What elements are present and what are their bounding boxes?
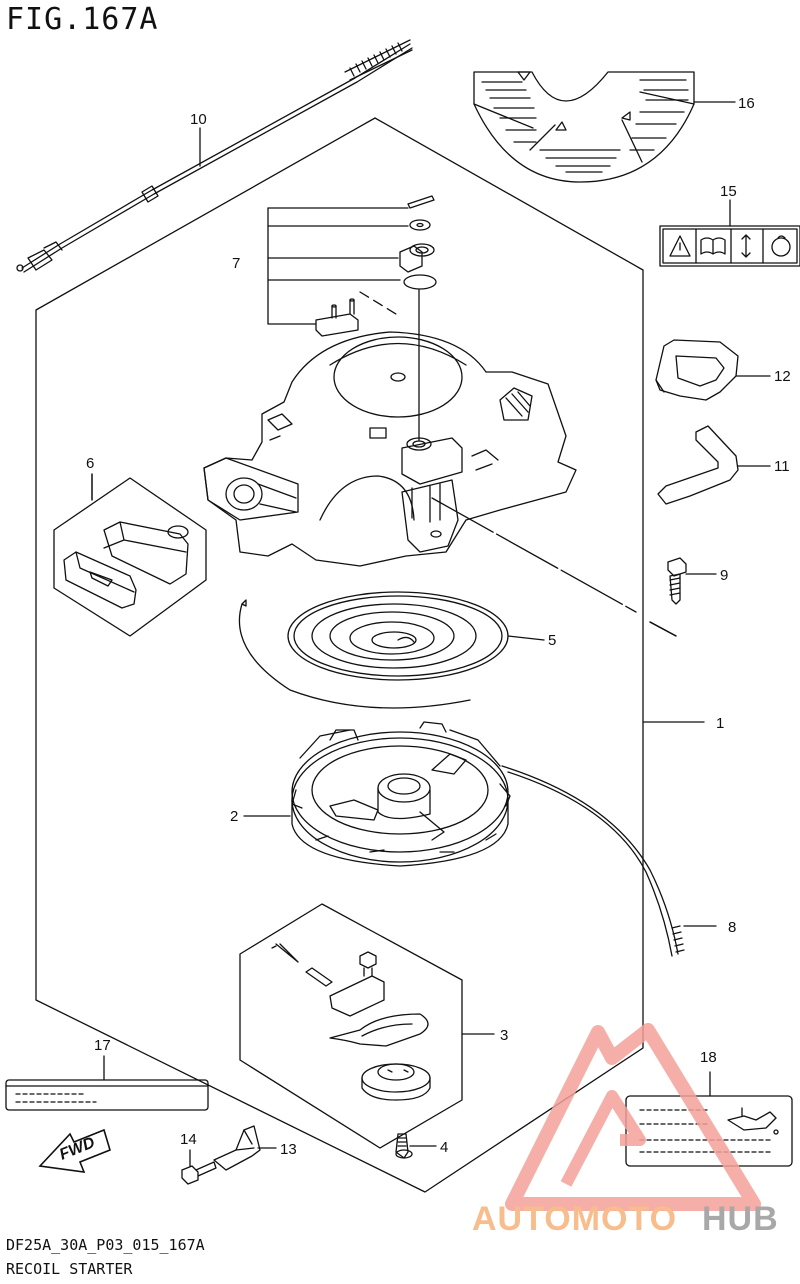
strip-part-17 [5, 1055, 209, 1111]
bracket-part-12 [655, 339, 771, 401]
warning-label-part-15 [659, 199, 800, 267]
watermark-logo: AUTOMOTO HUB [472, 1023, 779, 1238]
callout-11: 11 [774, 458, 790, 475]
callout-4: 4 [440, 1139, 448, 1156]
callout-13: 13 [280, 1141, 297, 1158]
decal-part-18 [625, 1071, 793, 1167]
callout-15: 15 [720, 183, 737, 200]
spiral-spring-part-5 [238, 591, 545, 709]
screw-part-4 [395, 1133, 437, 1159]
callout-1: 1 [716, 715, 724, 732]
callout-14: 14 [180, 1131, 197, 1148]
callout-18: 18 [700, 1049, 717, 1066]
callout-8: 8 [728, 919, 736, 936]
figure-code: DF25A_30A_P03_015_167A [6, 1236, 205, 1254]
starter-housing-part-1 [203, 331, 577, 567]
pad-part-16 [473, 71, 736, 183]
handle-kit-part-6 [53, 473, 207, 637]
watermark-text-automoto: AUTOMOTO [472, 1200, 677, 1238]
clip-part-13 [213, 1125, 277, 1171]
fwd-arrow-icon: FWD [38, 1128, 111, 1173]
watermark-text-hub: HUB [702, 1200, 779, 1238]
bolt-part-14 [181, 1149, 217, 1185]
figure-title: FIG.167A [6, 2, 159, 37]
hook-part-11 [657, 425, 771, 505]
callout-16: 16 [738, 95, 755, 112]
figure-name: RECOIL STARTER [6, 1260, 133, 1278]
lever-kit-part-7 [267, 195, 437, 441]
callout-3: 3 [500, 1027, 508, 1044]
callout-17: 17 [94, 1037, 111, 1054]
ratchet-kit-part-3 [239, 903, 495, 1149]
callout-9: 9 [720, 567, 728, 584]
cable-part-10 [16, 39, 413, 273]
callout-10: 10 [190, 111, 207, 128]
callout-12: 12 [774, 368, 791, 385]
reel-part-2 [243, 721, 511, 867]
callout-5: 5 [548, 632, 556, 649]
bolt-part-9 [667, 557, 717, 605]
callout-7: 7 [232, 255, 240, 272]
assembly-boundary [35, 117, 644, 1193]
callout-2: 2 [230, 808, 238, 825]
rope-part-8 [501, 765, 717, 957]
callout-6: 6 [86, 455, 94, 472]
